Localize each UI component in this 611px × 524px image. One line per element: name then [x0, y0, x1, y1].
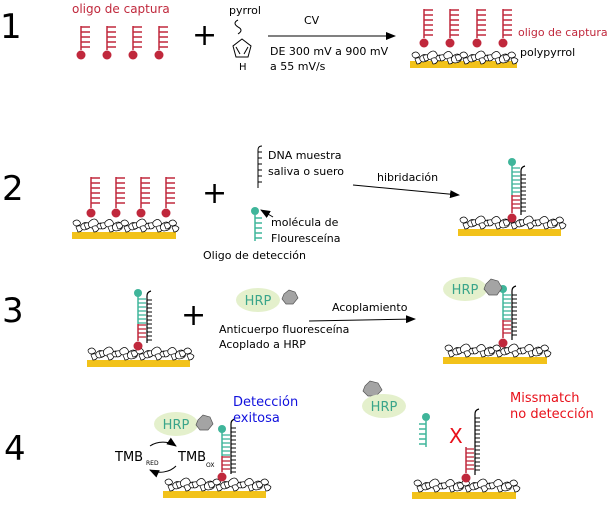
capture-oligo-label: oligo de captura — [72, 2, 170, 16]
coupling-label: Acoplamiento — [332, 301, 408, 314]
capture-oligo-1 — [76, 26, 90, 60]
hybridization-label: hibridación — [377, 171, 438, 184]
capture-oligo-3 — [128, 26, 142, 60]
sample-label-line-2: saliva o suero — [268, 165, 344, 178]
step-number-2: 2 — [2, 169, 24, 209]
polypyrrole-layer-step-1 — [411, 50, 519, 65]
step-number-4: 4 — [4, 429, 26, 469]
surface-oligo-3 — [136, 177, 150, 218]
condition-line-1: DE 300 mV a 900 mV — [270, 45, 389, 58]
electrode-step-1 — [410, 61, 517, 68]
polypyrrole-layer-step-3-left — [87, 346, 195, 361]
coupled-duplex-step-3 — [498, 285, 517, 348]
polypyrrole-layer-step-2-right — [459, 215, 567, 230]
step-number-1: 1 — [0, 7, 22, 47]
success-label-line-2: exitosa — [233, 411, 280, 426]
fail-hrp-enzyme-icon — [362, 394, 406, 418]
success-antibody-shape-icon — [195, 414, 214, 431]
surface-oligo-2 — [111, 177, 125, 218]
pyrrole-label: pyrrol — [229, 4, 261, 17]
immobilized-oligo-2 — [445, 9, 459, 48]
pyrrole-h-label: H — [239, 62, 247, 73]
capture-oligo-2 — [102, 26, 116, 60]
polypyrrole-label: polypyrrol — [520, 46, 575, 59]
pyrrole-molecule-icon — [232, 19, 252, 58]
electrode-step-2-right — [458, 229, 561, 236]
antibody-shape-icon — [281, 289, 299, 305]
tmb-red-label: TMB — [114, 450, 143, 465]
tmb-red-subscript: RED — [146, 460, 159, 467]
redox-cycle-icon — [149, 437, 177, 478]
detection-oligo-icon — [251, 207, 262, 241]
fail-label-line-1: Missmatch — [510, 391, 580, 406]
polypyrrole-layer-step-4-left — [164, 477, 272, 492]
step-number-3: 3 — [2, 291, 24, 331]
sample-dna-ticks — [258, 151, 262, 183]
hrp-enzyme-icon — [236, 288, 280, 312]
mismatch-duplex-step-4 — [461, 408, 480, 483]
polypyrrole-layer-step-4-right — [413, 478, 521, 493]
fail-hrp-label: HRP — [371, 400, 398, 415]
antibody-label-line-1: Anticuerpo fluoresceína — [219, 323, 349, 336]
fluor-label-line-1: molécula de — [271, 216, 339, 229]
cv-label: CV — [304, 14, 320, 27]
immobilized-oligo-1 — [419, 9, 433, 48]
fail-antibody-shape-icon — [362, 380, 383, 397]
fail-label-line-2: no detección — [510, 407, 594, 422]
tmb-ox-label: TMB — [177, 450, 206, 465]
electrode-step-3-right — [443, 357, 547, 364]
plus-sign-1: + — [192, 18, 217, 53]
electrode-step-4-left — [163, 491, 266, 498]
detected-duplex-step-4 — [217, 418, 236, 482]
fluor-pointer-arrow — [260, 209, 274, 218]
mismatch-x-icon: X — [449, 424, 463, 448]
fluor-label-line-2: Flouresceína — [271, 232, 340, 245]
tmb-ox-subscript: OX — [206, 462, 214, 469]
arrow-step-3 — [308, 315, 416, 324]
antibody-label-line-2: Acoplado a HRP — [219, 338, 306, 351]
sample-label-line-1: DNA muestra — [268, 149, 341, 162]
condition-line-2: a 55 mV/s — [270, 60, 326, 73]
electrode-step-2-left — [72, 232, 176, 239]
hybridized-duplex-step-3 — [133, 289, 152, 351]
result-capture-oligo-label: oligo de captura — [518, 26, 608, 39]
plus-sign-2: + — [202, 176, 227, 211]
detection-oligo-label: Oligo de detección — [203, 249, 306, 262]
sample-dna-strand — [257, 145, 263, 188]
hybridized-duplex-step-2 — [507, 158, 526, 223]
hrp-label: HRP — [245, 294, 272, 309]
polypyrrole-layer-step-2-left — [72, 218, 180, 233]
result-antibody-shape-icon — [483, 278, 503, 296]
surface-oligo-4 — [161, 177, 175, 218]
electrode-step-4-right — [412, 492, 516, 499]
surface-oligo-1 — [86, 177, 100, 218]
capture-oligo-4 — [154, 26, 168, 60]
success-label-line-1: Detección — [233, 395, 298, 410]
result-hrp-enzyme-icon — [443, 277, 487, 301]
success-hrp-label: HRP — [163, 418, 190, 433]
plus-sign-3: + — [181, 298, 206, 333]
arrow-step-2 — [352, 184, 460, 199]
electrode-step-3-left — [87, 360, 190, 367]
immobilized-oligo-4 — [498, 9, 512, 48]
success-hrp-enzyme-icon — [154, 412, 198, 436]
polypyrrole-layer-step-3-right — [444, 343, 552, 358]
result-hrp-label: HRP — [452, 283, 479, 298]
fail-detection-oligo-icon — [419, 413, 430, 447]
immobilized-oligo-3 — [472, 9, 486, 48]
